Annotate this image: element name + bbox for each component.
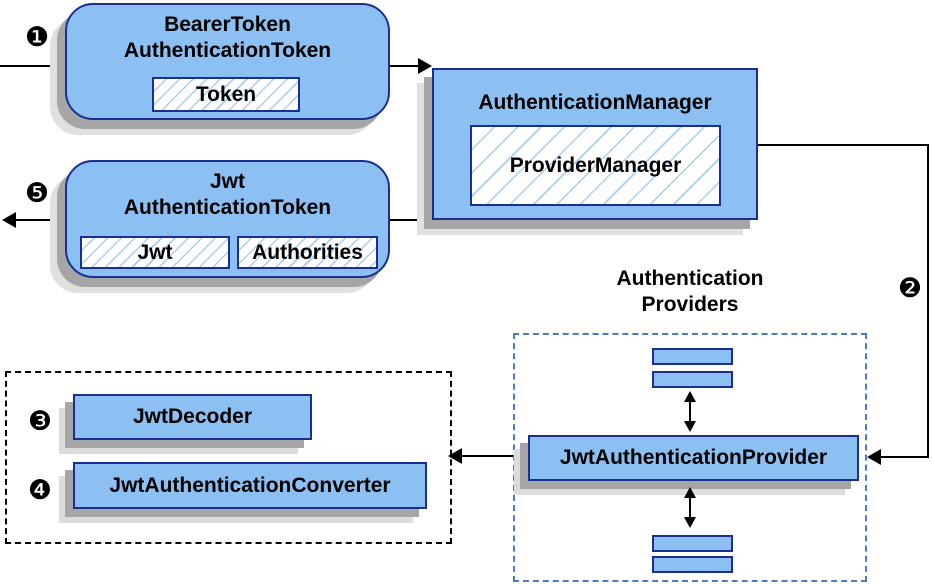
jwt-authentication-provider-label: JwtAuthenticationProvider [559,446,828,469]
decoder-converter-group [5,371,452,544]
jwt-decoder-label: JwtDecoder [132,405,253,428]
jwt-authentication-converter-label: JwtAuthenticationConverter [109,473,391,497]
bearer-token-authentication-token-node: BearerToken AuthenticationToken Token [65,3,390,120]
jwt-token-title-line2: AuthenticationToken [123,196,332,219]
double-arrow-bottom-line [689,496,691,518]
authorities-field: Authorities [237,236,378,269]
flow-line-manager-right [758,144,929,146]
step-2-badge: ❷ [897,272,923,304]
providers-heading-line1: Authentication [616,267,764,290]
authentication-providers-heading: Authentication Providers [575,266,805,318]
flow-line-request-in [0,65,65,67]
provider-stack-bar [652,348,733,365]
provider-stack-bar [652,556,733,573]
step-5-badge: ❺ [24,177,50,209]
arrowhead-left-icon [867,449,881,465]
authorities-field-label: Authorities [252,240,363,264]
authentication-manager-node: AuthenticationManager ProviderManager [432,68,758,220]
step-4-badge: ❹ [27,474,53,506]
bearer-token-title-line1: BearerToken [164,13,291,36]
provider-stack-bar [652,535,733,552]
jwt-authentication-token-node: Jwt AuthenticationToken Jwt Authorities [65,160,390,278]
flow-line-right-vertical [927,144,929,457]
provider-manager-box: ProviderManager [470,125,721,206]
provider-stack-bar [652,371,733,388]
arrowhead-up-icon [684,487,696,498]
arrowhead-left-icon [2,212,16,228]
provider-manager-label: ProviderManager [509,153,682,177]
arrowhead-up-icon [684,391,696,402]
providers-heading-line2: Providers [641,293,739,316]
jwt-decoder-node: JwtDecoder [73,394,312,440]
step-1-badge: ❶ [24,21,50,53]
double-arrow-top-line [689,400,691,422]
token-field: Token [152,77,300,112]
flow-line-manager-to-jwt-token [390,219,432,221]
arrowhead-right-icon [418,58,432,74]
jwt-authentication-converter-node: JwtAuthenticationConverter [73,462,427,509]
flow-line-to-provider [881,456,929,458]
token-field-label: Token [195,82,257,106]
jwt-token-title-line1: Jwt [209,170,245,193]
flow-line-response-out [14,219,66,221]
jwt-token-node-title: Jwt AuthenticationToken [67,162,388,221]
arrowhead-down-icon [684,517,696,528]
jwt-field-label: Jwt [137,240,173,264]
arrowhead-down-icon [684,421,696,432]
jwt-authentication-provider-node: JwtAuthenticationProvider [528,435,859,481]
authentication-manager-title: AuthenticationManager [478,91,712,114]
step-3-badge: ❸ [27,405,53,437]
jwt-field: Jwt [80,236,230,269]
bearer-token-title-line2: AuthenticationToken [123,39,332,62]
bearer-token-node-title: BearerToken AuthenticationToken [67,5,388,64]
flow-line-bearer-to-manager [390,65,420,67]
flow-line-provider-to-decoder-group [462,455,528,457]
authentication-providers-group: JwtAuthenticationProvider [513,333,867,582]
